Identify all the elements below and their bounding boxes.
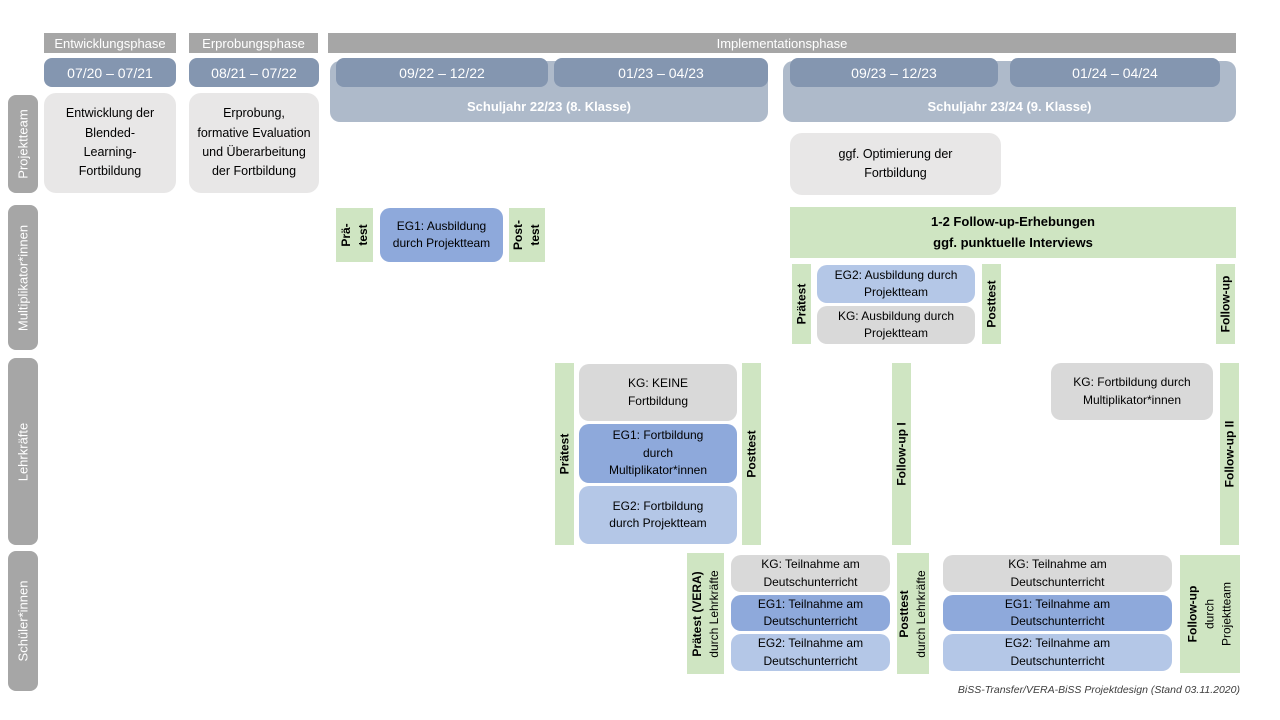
box-kg-ausbildung-projektteam: KG: Ausbildung durch Projektteam [817,306,975,344]
period-01-24-04-24: 01/24 – 04/24 [1010,58,1220,87]
row-label-schueler-text: Schüler*innen [15,580,31,662]
period-01-23-04-23: 01/23 – 04/23 [554,58,768,87]
box-followup-erhebungen: 1-2 Follow-up-Erhebungen ggf. punktuelle… [790,207,1236,258]
tab-praetest-lehrkraefte: Prätest [555,363,574,545]
tab-followup-schueler: Follow-up durch Projektteam [1180,555,1240,673]
tab-praetest-vera-schueler: Prätest (VERA) durch Lehrkräfte [687,553,724,674]
box-eg1-fortbildung-multiplikatoren: EG1: Fortbildung durch Multiplikator*inn… [579,424,737,483]
tab-posttest-multiplikatoren-sj1: Post- test [509,208,545,262]
phase-header-implementationsphase: Implementationsphase [328,33,1236,53]
box-entwicklung-fortbildung: Entwicklung der Blended-Learning-Fortbil… [44,93,176,193]
box-eg2-ausbildung-projektteam: EG2: Ausbildung durch Projektteam [817,265,975,303]
box-eg1-teilnahme-2: EG1: Teilnahme am Deutschunterricht [943,595,1172,631]
tab-praetest-multiplikatoren-sj2-text: Prätest [794,283,808,325]
tab-followup-2-lehrkraefte-text: Follow-up II [1222,420,1236,488]
tab-praetest-lehrkraefte-text: Prätest [557,433,571,475]
tab-praetest-multiplikatoren-sj1-text: Prä- test [338,223,370,247]
tab-posttest-schueler-sub: durch Lehrkräfte [914,569,928,658]
box-eg2-teilnahme-1: EG2: Teilnahme am Deutschunterricht [731,634,890,671]
box-erprobung-evaluation: Erprobung, formative Evaluation und Über… [189,93,319,193]
box-optimierung-fortbildung: ggf. Optimierung der Fortbildung [790,133,1001,195]
phase-header-entwicklungsphase: Entwicklungsphase [44,33,176,53]
tab-praetest-multiplikatoren-sj2: Prätest [792,264,811,344]
tab-followup-schueler-sub1: durch [1202,598,1217,630]
tab-followup-1-lehrkraefte-text: Follow-up I [894,422,908,486]
box-kg-teilnahme-2: KG: Teilnahme am Deutschunterricht [943,555,1172,592]
box-eg2-fortbildung-projektteam: EG2: Fortbildung durch Projektteam [579,486,737,544]
period-09-23-12-23: 09/23 – 12/23 [790,58,998,87]
tab-followup-multiplikatoren-text: Follow-up [1218,275,1232,333]
tab-followup-1-lehrkraefte: Follow-up I [892,363,911,545]
tab-posttest-schueler-main: Posttest [897,589,911,638]
row-label-projektteam: Projektteam [8,95,38,193]
row-label-lehrkraefte: Lehrkräfte [8,358,38,545]
tab-praetest-vera-main: Prätest (VERA) [689,570,704,657]
diagram-caption: BiSS-Transfer/VERA-BiSS Projektdesign (S… [957,684,1240,696]
period-08-21-07-22: 08/21 – 07/22 [189,58,319,87]
row-label-projektteam-text: Projektteam [15,109,31,179]
tab-followup-schueler-sub2: Projektteam [1219,581,1234,647]
tab-posttest-multiplikatoren-sj2-text: Posttest [984,280,998,328]
tab-posttest-lehrkraefte-text: Posttest [744,430,758,478]
tab-praetest-multiplikatoren-sj1: Prä- test [336,208,373,262]
period-09-22-12-22: 09/22 – 12/22 [336,58,548,87]
phase-header-erprobungsphase: Erprobungsphase [189,33,318,53]
box-eg1-ausbildung-projektteam: EG1: Ausbildung durch Projektteam [380,208,503,262]
box-eg2-teilnahme-2: EG2: Teilnahme am Deutschunterricht [943,634,1172,671]
row-label-multiplikatoren-text: Multiplikator*innen [15,224,31,331]
period-07-20-07-21: 07/20 – 07/21 [44,58,176,87]
box-kg-keine-fortbildung: KG: KEINE Fortbildung [579,364,737,421]
tab-followup-schueler-main: Follow-up [1185,585,1200,643]
tab-followup-multiplikatoren: Follow-up [1216,264,1235,344]
box-kg-fortbildung-multiplikatoren: KG: Fortbildung durch Multiplikator*inne… [1051,363,1213,420]
row-label-multiplikatoren: Multiplikator*innen [8,205,38,350]
tab-followup-2-lehrkraefte: Follow-up II [1220,363,1239,545]
row-label-schueler: Schüler*innen [8,551,38,691]
tab-posttest-schueler: Posttest durch Lehrkräfte [897,553,929,674]
tab-posttest-multiplikatoren-sj2: Posttest [982,264,1001,344]
box-eg1-teilnahme-1: EG1: Teilnahme am Deutschunterricht [731,595,890,631]
tab-posttest-lehrkraefte: Posttest [742,363,761,545]
row-label-lehrkraefte-text: Lehrkräfte [15,422,31,481]
tab-posttest-multiplikatoren-sj1-text: Post- test [511,220,542,250]
box-kg-teilnahme-1: KG: Teilnahme am Deutschunterricht [731,555,890,592]
tab-praetest-vera-sub: durch Lehrkräfte [706,569,721,658]
